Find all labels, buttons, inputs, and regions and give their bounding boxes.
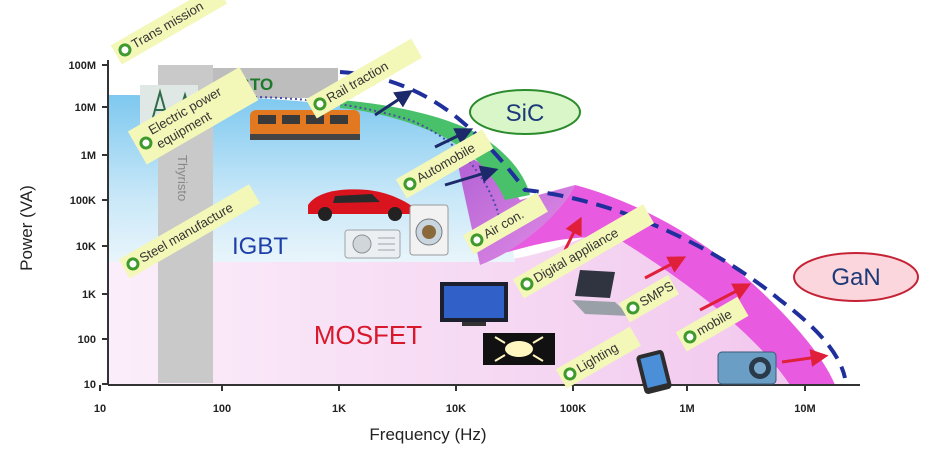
y-tick-label: 1M <box>81 150 96 162</box>
y-tick-label: 100M <box>68 60 96 72</box>
igbt-label: IGBT <box>232 233 288 260</box>
bullet-icon <box>470 233 484 247</box>
bullet-icon <box>403 177 417 191</box>
bullet-icon <box>520 277 534 291</box>
application-tag-background <box>118 184 261 279</box>
sic-badge: SiC <box>469 89 581 135</box>
x-tick-label: 100 <box>213 403 231 415</box>
device-limit-curve <box>339 70 847 379</box>
laptop-icon <box>572 270 630 316</box>
application-tag-background <box>305 38 423 119</box>
x-tick-label: 100K <box>560 403 586 415</box>
application-tag-label: Trans mission <box>129 0 206 51</box>
x-axis-title: Frequency (Hz) <box>369 425 486 444</box>
y-tick-label: 10M <box>75 102 96 114</box>
y-tick-label: 10 <box>84 379 96 391</box>
x-tick-label: 10 <box>94 403 106 415</box>
x-tick-label: 1K <box>332 403 346 415</box>
sic-growth-arrows <box>374 90 499 187</box>
sic-label: SiC <box>506 100 545 127</box>
y-axis-title: Power (VA) <box>17 185 36 271</box>
train-icon <box>250 110 360 140</box>
y-tick-label: 1K <box>82 289 96 301</box>
gan-region <box>470 185 835 385</box>
camera-icon <box>717 351 777 385</box>
x-tick-label: 10K <box>446 403 466 415</box>
gan-badge: GaN <box>793 252 919 302</box>
thyristor-label: Thyristo <box>175 155 190 201</box>
bullet-icon <box>118 43 132 57</box>
bullet-icon <box>139 136 153 150</box>
bullet-icon <box>683 330 697 344</box>
y-tick-label: 10K <box>76 241 96 253</box>
x-tick-label: 10M <box>794 403 815 415</box>
application-tag-background <box>462 192 548 255</box>
bullet-icon <box>563 367 577 381</box>
application-tag-background <box>395 129 494 199</box>
application-tag-background <box>127 67 259 165</box>
application-tag: mobile <box>675 296 749 352</box>
application-tag: Trans mission <box>110 0 228 65</box>
lamp-icon <box>483 333 555 365</box>
bullet-icon <box>126 257 140 271</box>
mosfet-label: MOSFET <box>314 320 422 350</box>
gan-label: GaN <box>831 264 880 291</box>
bullet-icon <box>626 301 640 315</box>
washing-machine-icon <box>409 204 449 256</box>
x-tick-label: 1M <box>679 403 694 415</box>
sports-car-icon <box>308 189 412 221</box>
smartphone-icon <box>636 350 672 394</box>
bullet-icon <box>313 97 327 111</box>
gan-growth-arrows <box>563 216 829 367</box>
application-tag-background <box>512 204 655 299</box>
television-icon <box>440 282 508 326</box>
air-conditioner-icon <box>344 229 401 259</box>
application-tag-background <box>555 326 641 389</box>
y-tick-label: 100K <box>70 195 96 207</box>
y-tick-label: 100 <box>78 334 96 346</box>
application-tag-background <box>110 0 228 65</box>
